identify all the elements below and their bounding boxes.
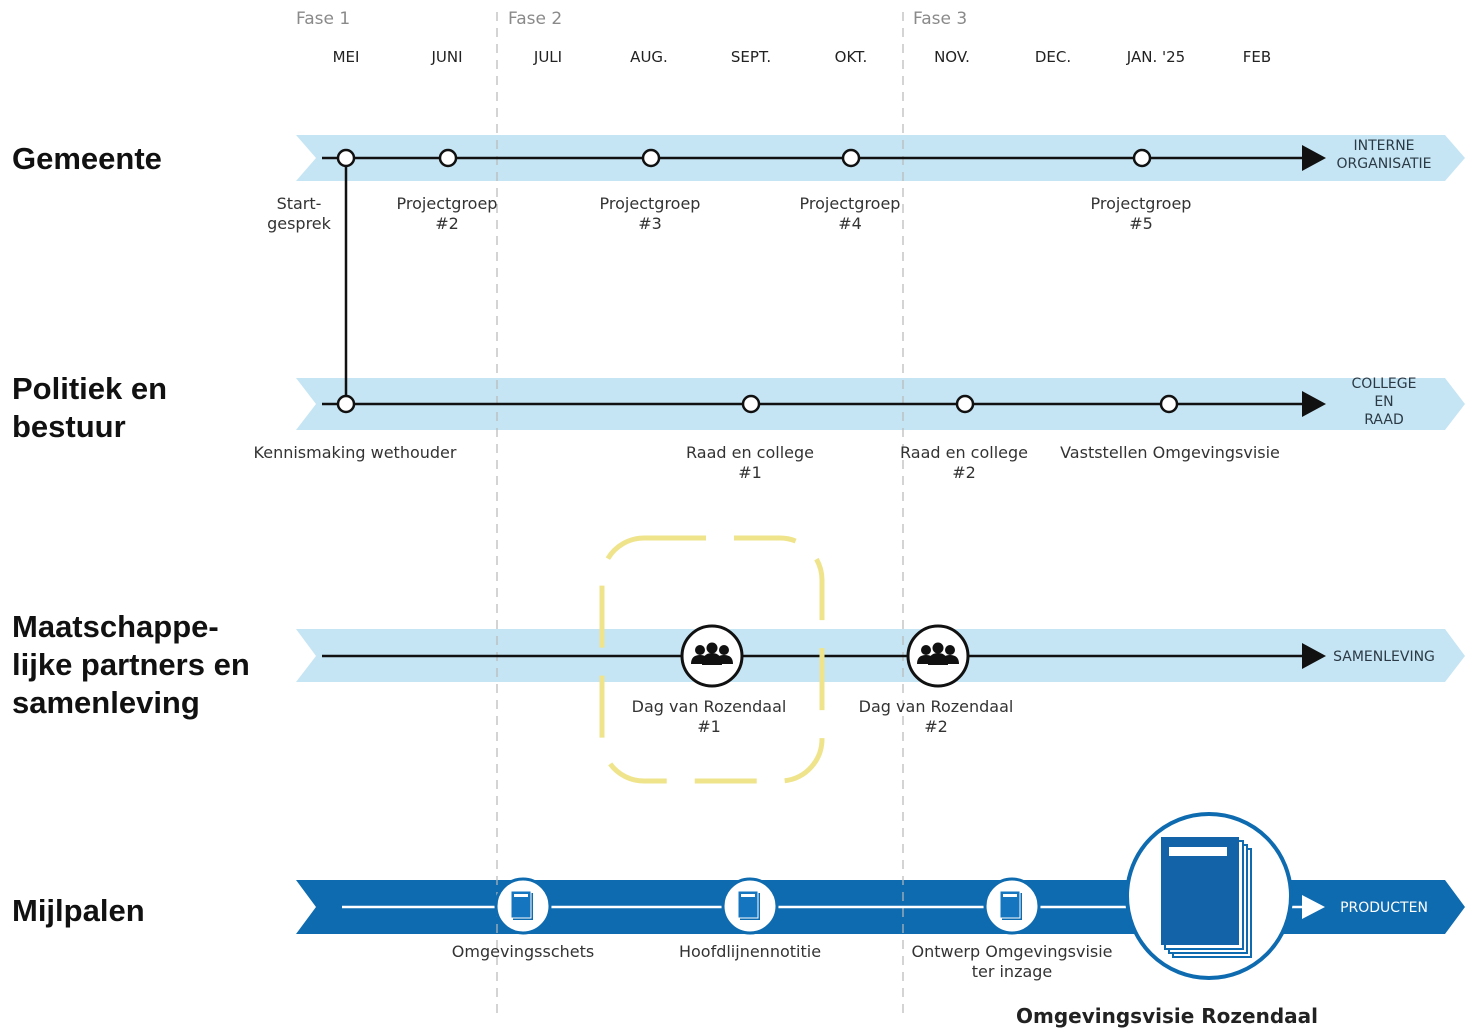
node-vaststellen — [1159, 394, 1179, 414]
phase-label-1: Fase 1 — [296, 9, 351, 29]
lane-title-mijlpalen: Mijlpalen — [12, 893, 145, 928]
event-label: Dag van Rozendaal #2 — [858, 697, 1014, 736]
node-projectgroep-3 — [641, 148, 661, 168]
milestone-label: Omgevingsschets — [451, 942, 595, 961]
event-label: Projectgroep #3 — [599, 194, 701, 233]
document-icon — [983, 877, 1041, 935]
event-label: Raad en college #1 — [685, 443, 815, 482]
phase-label-3: Fase 3 — [913, 9, 968, 29]
month-label: DEC. — [1034, 48, 1072, 66]
lane-title-politiek: Politiek en bestuur — [12, 371, 168, 444]
node-startgesprek — [336, 148, 356, 168]
event-label: Raad en college #2 — [899, 443, 1029, 482]
people-group-icon — [906, 624, 970, 688]
event-label: Vaststellen Omgevingsvisie — [1060, 443, 1280, 462]
arrow-head-icon — [1302, 145, 1326, 171]
month-label: NOV. — [934, 48, 970, 66]
milestone-label: Hoofdlijnennotitie — [678, 942, 822, 961]
month-label: SEPT. — [730, 48, 772, 66]
event-label: Projectgroep #2 — [396, 194, 498, 233]
node-projectgroep-5 — [1132, 148, 1152, 168]
document-stack-icon — [1125, 812, 1293, 980]
document-icon — [494, 877, 552, 935]
milestone-label: Ontwerp Omgevingsvisie ter inzage — [911, 942, 1113, 981]
band-label-interne-organisatie: INTERNE ORGANISATIE — [1336, 138, 1432, 172]
month-label: FEB — [1242, 48, 1272, 66]
band-label-samenleving: SAMENLEVING — [1333, 649, 1435, 665]
lane-title-gemeente: Gemeente — [12, 141, 162, 176]
month-label: JULI — [533, 48, 563, 66]
month-label: AUG. — [630, 48, 668, 66]
arrow-head-icon — [1302, 643, 1326, 669]
node-raad-college-2 — [955, 394, 975, 414]
arrow-head-icon — [1302, 895, 1325, 919]
month-label: JUNI — [431, 48, 463, 66]
event-label: Projectgroep #4 — [799, 194, 901, 233]
event-label: Kennismaking wethouder — [253, 443, 457, 462]
arrow-head-icon — [1302, 391, 1326, 417]
lane-title-samenleving: Maatschappe- lijke partners en samenlevi… — [12, 609, 250, 720]
month-label: JAN. '25 — [1126, 48, 1186, 66]
node-projectgroep-2 — [438, 148, 458, 168]
node-projectgroep-4 — [841, 148, 861, 168]
phase-label-2: Fase 2 — [508, 9, 563, 29]
node-raad-college-1 — [741, 394, 761, 414]
node-kennismaking — [336, 394, 356, 414]
people-group-icon — [680, 624, 744, 688]
band-label-college-en-raad: COLLEGE EN RAAD — [1351, 376, 1417, 428]
event-label: Projectgroep #5 — [1090, 194, 1192, 233]
month-label: MEI — [332, 48, 360, 66]
month-label: OKT. — [834, 48, 868, 66]
highlight-box — [599, 535, 825, 784]
event-label: Start- gesprek — [267, 194, 331, 233]
band-label-producten: PRODUCTEN — [1340, 900, 1428, 916]
event-label: Dag van Rozendaal #1 — [631, 697, 787, 736]
final-product-title: Omgevingsvisie Rozendaal — [1015, 1004, 1319, 1028]
document-icon — [721, 877, 779, 935]
